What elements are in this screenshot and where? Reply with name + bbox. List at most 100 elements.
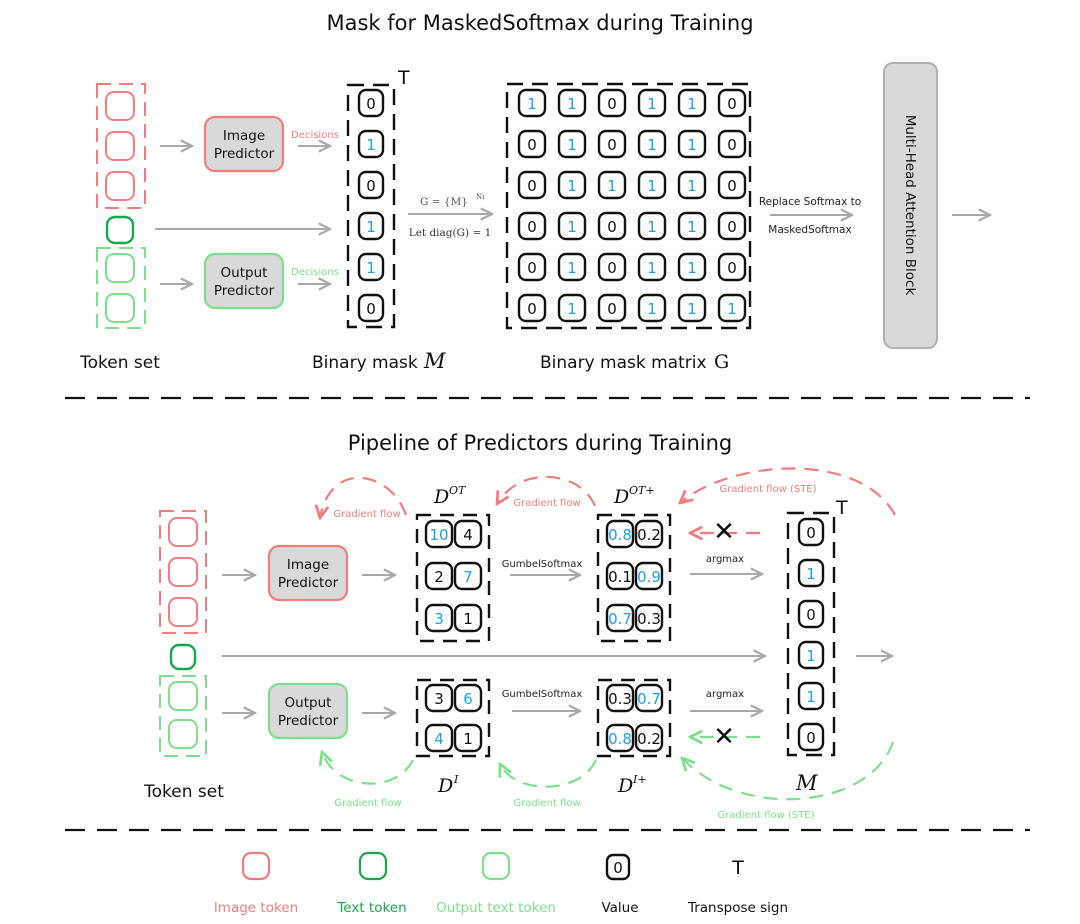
value-cell-text: 1 [567, 95, 577, 113]
image-token [168, 517, 198, 547]
value-cell-text: 1 [727, 300, 737, 318]
value-cell [637, 293, 667, 323]
value-cell-text: 1 [806, 647, 816, 665]
value-cell [424, 683, 454, 713]
value-cell [717, 252, 747, 282]
value-cell [797, 599, 825, 629]
value-cell-text: 3 [434, 690, 444, 708]
formula-top: G = {M} [420, 196, 468, 208]
value-cell [517, 88, 547, 118]
value-cell-text: 0 [727, 136, 737, 154]
value-cell-text: 1 [806, 565, 816, 583]
output-token-group [96, 247, 146, 329]
value-cell [634, 723, 664, 753]
value-cell-text: 1 [647, 218, 657, 236]
value-cell-text: 1 [567, 259, 577, 277]
legend-transpose-label: Transpose sign [687, 900, 788, 916]
binary-mask-symbol: M [423, 349, 446, 373]
image-token [168, 597, 198, 627]
argmax-label: argmax [706, 554, 744, 565]
replace-label-1: Replace Softmax to [759, 196, 861, 208]
image-decisions-label: Decisions [291, 130, 339, 141]
value-cell-text: 0.7 [637, 690, 661, 708]
value-cell-text: 0.7 [608, 610, 632, 628]
legend-image-token-label: Image token [214, 900, 298, 916]
value-cell-text: 0.8 [608, 526, 632, 544]
value-cell [797, 517, 825, 547]
value-cell [797, 722, 825, 752]
value-cell [717, 88, 747, 118]
top-mask-vector-frame [346, 83, 396, 329]
value-cell-text: 1 [687, 95, 697, 113]
legend-transpose-glyph: T [731, 857, 744, 879]
value-cell-text: 0 [607, 95, 617, 113]
predictor-label: Predictor [214, 146, 275, 162]
top-token-set-label: Token set [79, 353, 160, 373]
value-cell [677, 293, 707, 323]
value-cell [677, 211, 707, 241]
top-title: Mask for MaskedSoftmax during Training [326, 11, 753, 35]
value-cell [597, 211, 627, 241]
value-cell-text: 0.3 [637, 610, 661, 628]
predictor-label: Image [223, 128, 265, 144]
value-cell-text: 0 [607, 259, 617, 277]
d-i-superscript: I [453, 773, 459, 786]
gradient-flow-label: Gradient flow [333, 509, 400, 520]
value-cell-text: 1 [366, 218, 376, 236]
value-cell [717, 170, 747, 200]
d-i-symbol: D [437, 775, 453, 797]
value-cell [597, 88, 627, 118]
bottom-image-predictor: Image Predictor [267, 544, 349, 602]
value-cell [605, 561, 635, 591]
text-token [105, 215, 135, 245]
output-text-token [105, 253, 135, 283]
d-i-plus-superscript: I+ [632, 773, 647, 786]
value-cell [453, 519, 483, 549]
value-cell-text: 0.9 [637, 568, 661, 586]
blocked-x-icon: ✕ [713, 722, 735, 752]
value-cell-text: 1 [647, 177, 657, 195]
value-cell [424, 603, 454, 633]
predictor-label: Predictor [278, 575, 339, 591]
value-cell-text: 0 [607, 218, 617, 236]
value-cell [717, 211, 747, 241]
value-cell-text: 1 [463, 730, 473, 748]
value-cell [637, 129, 667, 159]
value-cell-text: 0 [527, 177, 537, 195]
value-cell [597, 293, 627, 323]
value-cell-text: 1 [647, 95, 657, 113]
value-cell [557, 252, 587, 282]
value-cell-text: 0 [806, 606, 816, 624]
text-token [169, 643, 197, 671]
gumbel-label: GumbelSoftmax [502, 559, 583, 570]
value-cell-text: 0 [607, 136, 617, 154]
value-cell-text: 3 [434, 610, 444, 628]
top-image-predictor: Image Predictor [203, 115, 285, 173]
value-cell-text: 0 [527, 136, 537, 154]
value-cell [424, 723, 454, 753]
bottom-token-set [159, 510, 207, 757]
value-cell [357, 293, 385, 323]
value-cell-text: 1 [647, 136, 657, 154]
value-cell [637, 211, 667, 241]
value-cell [357, 211, 385, 241]
legend-image-token-swatch [241, 851, 271, 881]
top-output-predictor: Output Predictor [203, 252, 285, 310]
value-cell [605, 519, 635, 549]
value-cell-text: 0.3 [608, 690, 632, 708]
value-cell-text: 1 [607, 177, 617, 195]
d-ot-plus-symbol: D [613, 486, 629, 508]
value-cell-text: 1 [567, 177, 577, 195]
value-cell [637, 88, 667, 118]
value-cell-text: 0.8 [608, 730, 632, 748]
output-text-token [168, 719, 198, 749]
value-cell-text: 1 [687, 218, 697, 236]
blocked-x-icon: ✕ [713, 517, 735, 547]
value-cell [557, 88, 587, 118]
value-cell-text: 0 [727, 177, 737, 195]
value-cell-text: 1 [647, 259, 657, 277]
